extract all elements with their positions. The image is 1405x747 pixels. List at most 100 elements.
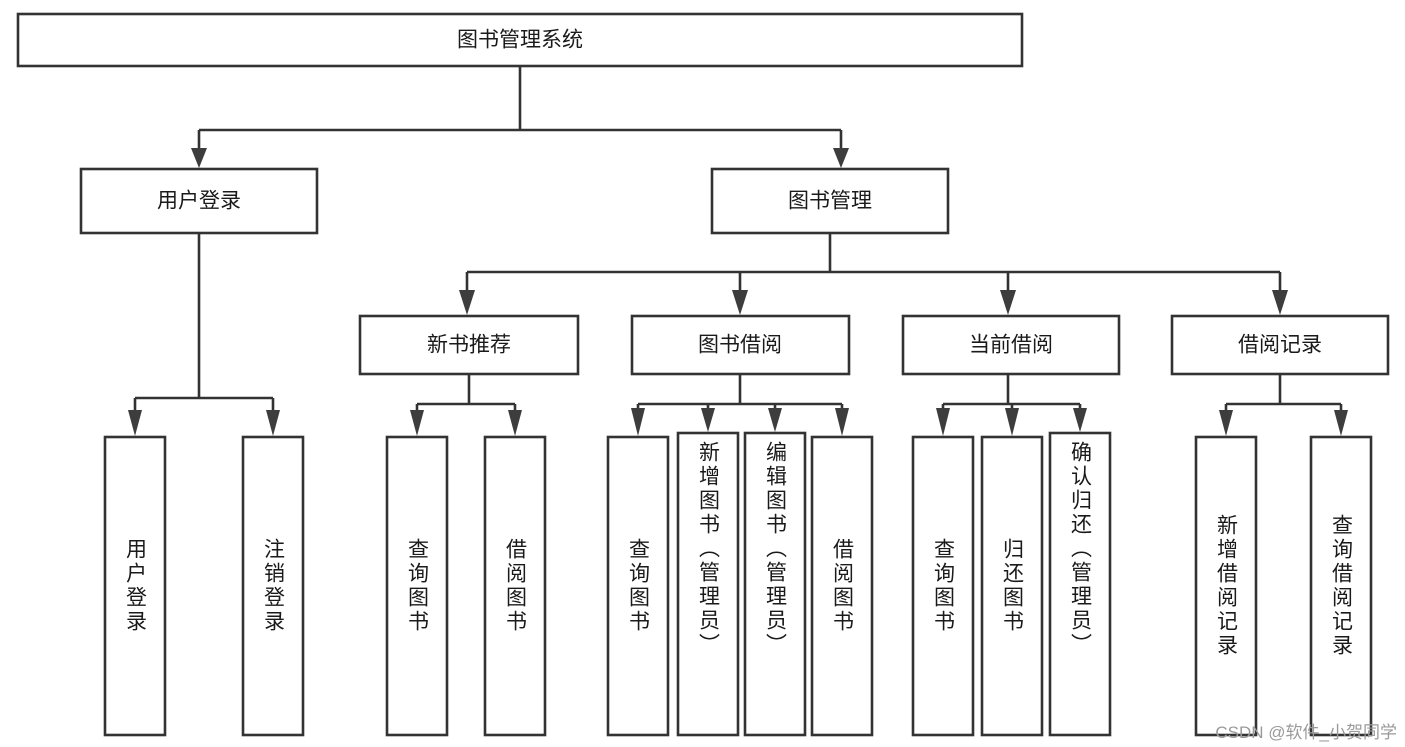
node-leaf-edit-book-box[interactable]	[743, 431, 807, 737]
node-leaf-edit-book[interactable]: 编辑图书（管理员）	[743, 431, 807, 737]
node-leaf-query-book-1-box[interactable]	[385, 435, 449, 737]
node-root-box[interactable]	[16, 12, 1024, 68]
node-leaf-return-book-text-area: 归还图书	[1000, 538, 1024, 634]
node-leaf-add-book-label: 新增图书（管理员）	[696, 441, 720, 657]
node-borrow-record[interactable]: 借阅记录	[1170, 314, 1390, 376]
connector-group-book-borrow-to-leaves	[631, 374, 849, 436]
node-leaf-query-book-2-box[interactable]	[606, 435, 670, 737]
node-user-login-label: 用户登录	[157, 190, 241, 213]
node-leaf-user-login-box[interactable]	[103, 435, 167, 737]
node-leaf-query-book-3-text-area: 查询图书	[931, 538, 955, 634]
arrow-head-user-login	[191, 148, 207, 168]
arrow-head-leaf-user-login	[128, 410, 142, 436]
node-leaf-query-book-2[interactable]: 查询图书	[606, 435, 670, 737]
arrow-head-leaf-confirm-return	[1073, 408, 1087, 432]
node-new-book-recommend-label: 新书推荐	[427, 334, 511, 357]
node-leaf-borrow-book-2-text-area: 借阅图书	[830, 538, 854, 634]
arrow-head-leaf-add-record	[1219, 410, 1233, 436]
node-leaf-logout-box[interactable]	[241, 435, 305, 737]
node-user-login[interactable]: 用户登录	[79, 167, 319, 235]
node-leaf-logout-text-area: 注销登录	[261, 538, 285, 634]
arrow-head-leaf-borrow-book-2	[835, 408, 849, 436]
arrow-head-book-borrow	[732, 290, 748, 315]
node-leaf-user-login-label: 用户登录	[123, 538, 147, 634]
node-leaf-query-book-3-box[interactable]	[911, 435, 975, 737]
node-leaf-add-record-label: 新增借阅记录	[1214, 514, 1238, 658]
node-leaf-confirm-return-box[interactable]	[1048, 431, 1112, 737]
csdn-watermark: CSDN @软件_小贺同学	[1215, 723, 1397, 742]
node-leaf-borrow-book-2-label: 借阅图书	[830, 538, 854, 634]
node-current-borrow[interactable]: 当前借阅	[901, 314, 1121, 376]
node-root-label: 图书管理系统	[457, 29, 583, 52]
node-leaf-query-book-3[interactable]: 查询图书	[911, 435, 975, 737]
connector-group-new-book-recommend-to-leaves	[410, 374, 522, 436]
node-leaf-add-record[interactable]: 新增借阅记录	[1194, 435, 1258, 737]
node-leaf-borrow-book-1-box[interactable]	[483, 435, 547, 737]
node-leaf-borrow-book-1-text-area: 借阅图书	[503, 538, 527, 634]
arrow-head-new-book-recommend	[459, 290, 475, 315]
node-leaf-return-book-box[interactable]	[980, 435, 1044, 737]
node-leaf-logout[interactable]: 注销登录	[241, 435, 305, 737]
node-leaf-logout-label: 注销登录	[261, 538, 285, 634]
node-leaf-return-book-label: 归还图书	[1000, 538, 1024, 634]
node-leaf-add-book-text-area: 新增图书（管理员）	[696, 441, 720, 657]
node-leaf-add-book-box[interactable]	[676, 431, 740, 737]
node-leaf-borrow-book-2[interactable]: 借阅图书	[810, 435, 874, 737]
node-leaf-query-book-1-text-area: 查询图书	[405, 538, 429, 634]
node-leaf-query-record-text-area: 查询借阅记录	[1329, 514, 1353, 658]
node-leaf-query-record-box[interactable]	[1309, 435, 1373, 737]
connector-group-current-borrow-to-leaves	[936, 374, 1087, 436]
node-new-book-recommend-box[interactable]	[358, 314, 580, 376]
arrow-head-leaf-borrow-book-1	[508, 410, 522, 436]
node-book-borrow-box[interactable]	[630, 314, 851, 376]
node-book-manage[interactable]: 图书管理	[710, 167, 950, 235]
node-leaf-query-book-3-label: 查询图书	[931, 538, 955, 634]
arrow-head-leaf-query-book-1	[410, 410, 424, 436]
node-current-borrow-box[interactable]	[901, 314, 1121, 376]
arrow-head-leaf-edit-book	[768, 408, 782, 432]
node-leaf-edit-book-label: 编辑图书（管理员）	[763, 441, 787, 657]
node-leaf-query-book-1[interactable]: 查询图书	[385, 435, 449, 737]
node-root[interactable]: 图书管理系统	[16, 12, 1024, 68]
node-leaf-query-book-2-text-area: 查询图书	[626, 538, 650, 634]
node-borrow-record-label: 借阅记录	[1238, 334, 1322, 357]
arrow-head-book-manage	[833, 148, 849, 168]
node-leaf-add-record-box[interactable]	[1194, 435, 1258, 737]
node-user-login-box[interactable]	[79, 167, 319, 235]
node-leaf-add-record-text-area: 新增借阅记录	[1214, 514, 1238, 658]
node-leaf-borrow-book-1[interactable]: 借阅图书	[483, 435, 547, 737]
connector-group-borrow-record-to-leaves	[1219, 374, 1348, 436]
node-book-manage-box[interactable]	[710, 167, 950, 235]
arrow-head-leaf-add-book	[701, 408, 715, 432]
node-leaf-edit-book-text-area: 编辑图书（管理员）	[763, 441, 787, 657]
node-new-book-recommend[interactable]: 新书推荐	[358, 314, 580, 376]
arrow-head-leaf-query-book-2	[631, 408, 645, 436]
arrow-head-leaf-query-book-3	[936, 408, 950, 436]
node-book-manage-label: 图书管理	[788, 190, 872, 213]
connector-group-user-login-to-leaves	[128, 233, 280, 436]
node-leaf-query-record[interactable]: 查询借阅记录	[1309, 435, 1373, 737]
connector-group-book-manage-to-level3	[459, 233, 1288, 315]
node-leaf-add-book[interactable]: 新增图书（管理员）	[676, 431, 740, 737]
arrow-head-leaf-query-record	[1334, 410, 1348, 436]
node-leaf-user-login[interactable]: 用户登录	[103, 435, 167, 737]
node-book-borrow-label: 图书借阅	[698, 334, 782, 357]
node-leaf-query-record-label: 查询借阅记录	[1329, 514, 1353, 658]
node-leaf-confirm-return-label: 确认归还（管理员）	[1068, 441, 1092, 657]
node-leaf-return-book[interactable]: 归还图书	[980, 435, 1044, 737]
arrow-head-current-borrow	[1000, 290, 1016, 315]
connector-group-root-to-level2	[191, 66, 849, 168]
node-leaf-confirm-return-text-area: 确认归还（管理员）	[1068, 441, 1092, 657]
arrow-head-borrow-record	[1272, 290, 1288, 315]
node-leaf-borrow-book-1-label: 借阅图书	[503, 538, 527, 634]
node-leaf-user-login-text-area: 用户登录	[123, 538, 147, 634]
arrow-head-leaf-logout	[266, 410, 280, 436]
node-leaf-confirm-return[interactable]: 确认归还（管理员）	[1048, 431, 1112, 737]
node-leaf-query-book-1-label: 查询图书	[405, 538, 429, 634]
node-leaf-query-book-2-label: 查询图书	[626, 538, 650, 634]
node-leaf-borrow-book-2-box[interactable]	[810, 435, 874, 737]
node-book-borrow[interactable]: 图书借阅	[630, 314, 851, 376]
node-borrow-record-box[interactable]	[1170, 314, 1390, 376]
